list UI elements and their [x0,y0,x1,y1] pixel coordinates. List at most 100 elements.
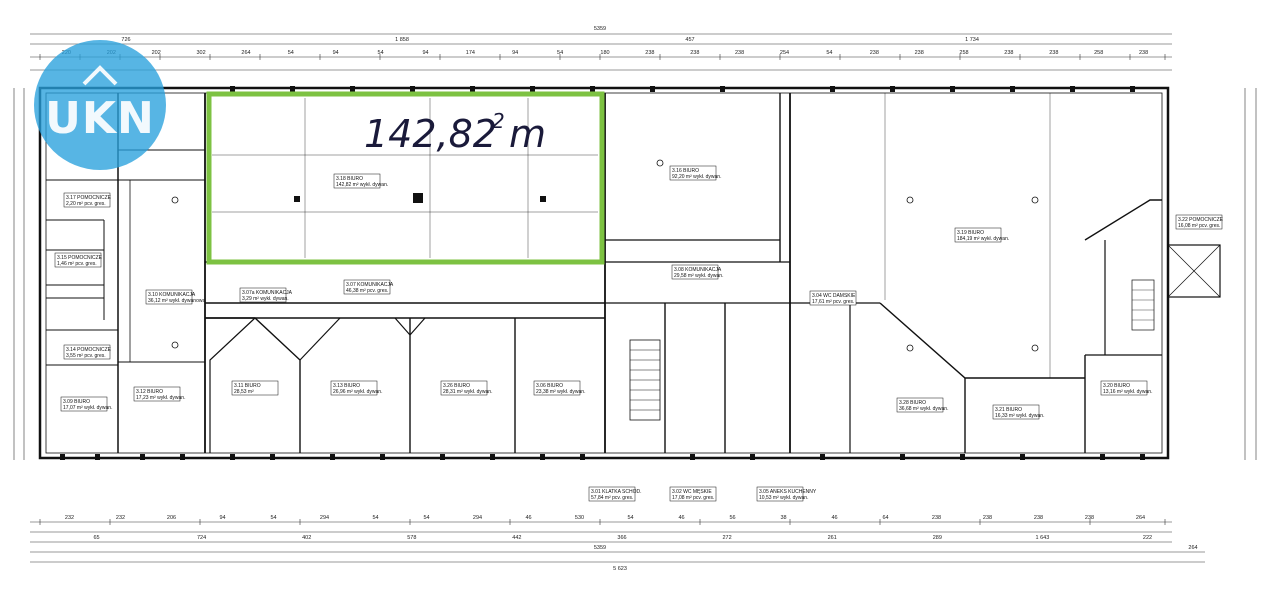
dim-bottom-row2-8: 289 [933,535,942,541]
dim-top-row2-16: 254 [780,50,789,56]
room-area-floor: 26,96 m² wykł. dywan. [333,389,382,395]
dim-top-row2-14: 238 [690,50,699,56]
logo-text: UKN [45,92,155,144]
room-area-floor: 28,53 m² [234,389,254,395]
room-code-name: 3.09 BIURO [63,399,90,405]
dim-top-row2-2: 202 [152,50,161,56]
dim-bottom-row2-6: 272 [723,535,732,541]
dim-top-row2-13: 238 [645,50,654,56]
room-code-name: 3.17 POMOCNICZE [66,195,112,201]
dim-top-1734: 1 734 [965,37,979,43]
dim-top-row2-12: 180 [600,50,609,56]
room-area-floor: 17,07 m² wykł. dywan. [63,405,112,411]
dim-bottom-row1-12: 46 [678,515,684,521]
room-area-floor: 142,82 m² wykł. dywan. [336,182,388,188]
room-area-floor: 13,16 m² wykł. dywan. [1103,389,1152,395]
dim-bottom-row1-4: 54 [270,515,276,521]
room-code-name: 3.28 BIURO [899,400,926,406]
dim-top-row2-4: 264 [241,50,250,56]
dim-top-row2-15: 238 [735,50,744,56]
dim-top-row2-9: 174 [466,50,475,56]
dimension-ticks [39,54,1166,525]
dim-bottom-row1-21: 264 [1136,515,1145,521]
windows [60,86,1145,460]
dim-bottom-row1-10: 530 [575,515,584,521]
room-code-name: 3.16 BIURO [672,168,699,174]
dim-top-row2-17: 54 [826,50,832,56]
walls [38,86,1221,460]
dim-bottom-row1-14: 38 [780,515,786,521]
room-code-name: 3.18 BIURO [336,176,363,182]
dim-top-row2-18: 238 [870,50,879,56]
room-area-floor: 92,20 m² wykł. dywan. [672,174,721,180]
dim-bottom-row1-8: 294 [473,515,482,521]
room-code-name: 3.26 BIURO [443,383,470,389]
room-code-name: 3.07a KOMUNIKACJA [242,290,293,296]
dim-bottom-row1-2: 206 [167,515,176,521]
dim-bottom-row1-19: 238 [1034,515,1043,521]
dim-top-row2-19: 238 [915,50,924,56]
room-code-name: 3.20 BIURO [1103,383,1130,389]
room-area-floor: 29,58 m² wykł. dywan. [674,273,723,279]
dim-top-row2-8: 94 [422,50,428,56]
handwritten-area-superscript: 2 [492,109,505,133]
dim-bottom-row1-0: 232 [65,515,74,521]
room-code-name: 3.15 POMOCNICZE [57,255,103,261]
room-area-floor: 23,38 m² wykł. dywan. [536,389,585,395]
dim-bottom-row1-11: 54 [627,515,633,521]
room-code-name: 3.07 KOMUNIKACJA [346,282,394,288]
dim-bottom-row1-20: 238 [1085,515,1094,521]
dim-top-row2-23: 258 [1094,50,1103,56]
room-area-floor: 184,19 m² wykł. dywan. [957,236,1009,242]
dim-top-457: 457 [685,37,694,43]
dim-bottom-row1-7: 54 [423,515,429,521]
room-area-floor: 17,08 m² pcv. gres. [672,495,714,501]
dim-top-row2-20: 258 [959,50,968,56]
room-code-name: 3.04 WC DAMSKIE [812,293,856,299]
room-label-3-01: 3.01 KLATKA SCHOD.57,84 m² pcv. gres. [588,486,641,502]
room-area-floor: 2,20 m² pcv. gres. [66,201,106,207]
dim-bottom-row1-1: 232 [116,515,125,521]
room-area-floor: 16,08 m² pcv. gres. [1178,223,1220,229]
dim-bottom-row2-7: 261 [828,535,837,541]
room-area-floor: 1,46 m² pcv. gres. [57,261,97,267]
room-code-name: 3.14 POMOCNICZE [66,347,112,353]
room-code-name: 3.05 ANEKS KUCHENNY [759,489,817,495]
room-code-name: 3.21 BIURO [995,407,1022,413]
dim-bottom-row1-15: 46 [831,515,837,521]
room-code-name: 3.22 POMOCNICZE [1178,217,1224,223]
dim-bottom-row1-13: 56 [729,515,735,521]
dim-bottom-row1-9: 46 [525,515,531,521]
room-area-floor: 57,84 m² pcv. gres. [591,495,633,501]
room-code-name: 3.13 BIURO [333,383,360,389]
dim-top-row2: 2202022023022645494549417494541802382382… [62,50,1148,56]
room-area-floor: 3,29 m² wykł. dywan. [242,296,289,302]
dim-top-1858: 1 858 [395,37,409,43]
dim-bottom-row1-16: 64 [882,515,888,521]
room-area-floor: 46,38 m² pcv. gres. [346,288,388,294]
room-code-name: 3.19 BIURO [957,230,984,236]
dim-bottom-row2-4: 442 [512,535,521,541]
dim-top-row2-5: 54 [288,50,294,56]
room-code-name: 3.02 WC MĘSKIE [672,489,712,495]
